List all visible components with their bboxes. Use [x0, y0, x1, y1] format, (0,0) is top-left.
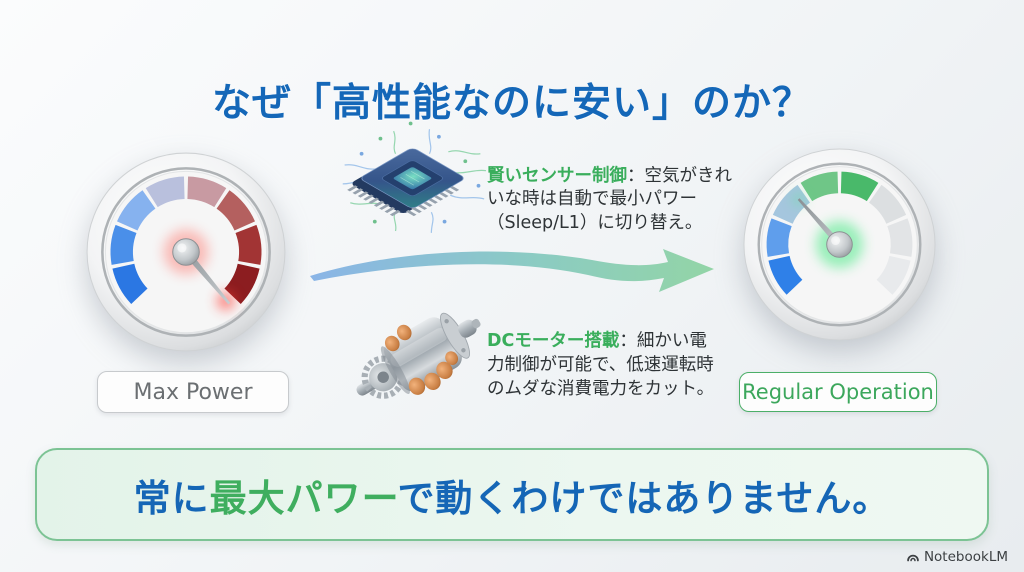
transition-arrow-icon	[302, 240, 722, 302]
sensor-callout: 賢いセンサー制御：空気がきれいな時は自動で最小パワー（Sleep/L1）に切り替…	[487, 165, 741, 236]
page-title: なぜ「高性能なのに安い」のか？	[211, 81, 812, 127]
gauge-hub	[172, 238, 200, 266]
banner-text-segment: 最大パワー	[209, 476, 398, 520]
motor-callout-body: ：細かい電力制御が可能で、低速運転時のムダな消費電力をカット。	[487, 330, 715, 399]
conclusion-banner-text: 常に最大パワーで動くわけではありません。	[134, 468, 891, 522]
regular-operation-gauge	[741, 146, 938, 343]
dc-motor-illustration	[338, 292, 488, 428]
sensor-callout-lead: 賢いセンサー制御	[487, 165, 627, 186]
max-power-gauge	[84, 150, 288, 354]
gauge-hub	[826, 231, 853, 258]
max-power-label-text: Max Power	[133, 379, 253, 405]
sensor-callout-body: ：空気がきれいな時は自動で最小パワー（Sleep/L1）に切り替え。	[487, 165, 732, 233]
regular-operation-label-text: Regular Operation	[742, 380, 934, 404]
watermark: NotebookLM	[906, 549, 1008, 565]
gauge-arc	[110, 176, 262, 304]
regular-operation-label: Regular Operation	[739, 372, 937, 412]
motor-callout-lead: DCモーター搭載	[487, 330, 620, 351]
conclusion-banner: 常に最大パワーで動くわけではありません。	[35, 448, 989, 541]
gauge-green-low-illustration	[743, 148, 936, 341]
gauge-red-max-illustration	[86, 152, 286, 352]
motor-callout: DCモーター搭載：細かい電力制御が可能で、低速運転時のムダな消費電力をカット。	[487, 329, 717, 401]
max-power-label: Max Power	[97, 371, 289, 413]
notebooklm-logo-icon	[907, 554, 919, 562]
banner-text-segment: で動くわけではありません。	[397, 476, 891, 520]
watermark-text: NotebookLM	[923, 549, 1008, 565]
banner-text-segment: 常に	[133, 476, 210, 520]
gauge-arc	[766, 171, 913, 295]
cpu-chip-illustration	[335, 116, 490, 248]
